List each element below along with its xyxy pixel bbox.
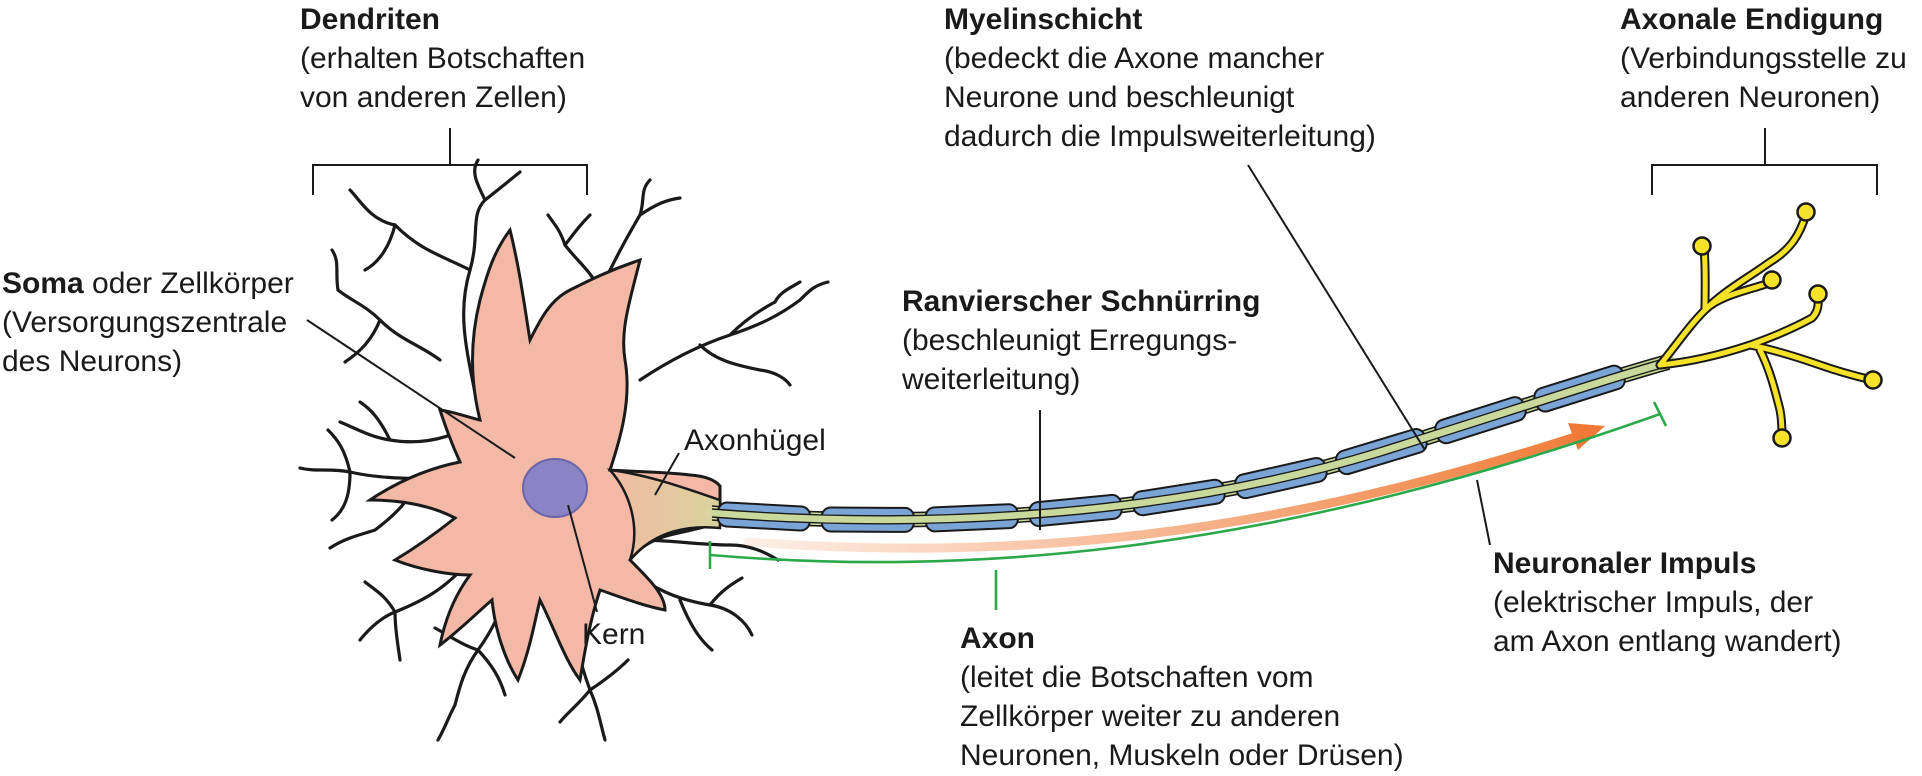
axon-core-edge [711, 357, 1668, 517]
dendriten-desc-1: (erhalten Botschaften [300, 42, 586, 75]
ranvier-desc-1: (beschleunigt Erregungs- [902, 324, 1238, 357]
label-axonhuegel: Axonhügel [684, 421, 826, 460]
ranvier-desc-2: weiterleitung) [902, 363, 1081, 396]
endigung-desc-1: (Verbindungsstelle zu [1620, 42, 1907, 75]
label-dendriten: Dendriten (erhalten Botschaften von ande… [300, 0, 585, 117]
myelin-desc-2: Neurone und beschleunigt [944, 81, 1295, 114]
axon-bracket [708, 401, 1668, 610]
impuls-desc-1: (elektrischer Impuls, der [1493, 586, 1814, 619]
soma-title-line: Soma oder Zellkörper [2, 264, 294, 303]
soma-body [365, 226, 722, 684]
impuls-title: Neuronaler Impuls [1493, 547, 1757, 580]
axon-desc-1: (leitet die Botschaften vom [960, 661, 1314, 694]
axon-desc-3: Neuronen, Muskeln oder Drüsen) [960, 739, 1404, 772]
myelin-desc-3: dadurch die Impulsweiterleitung) [944, 120, 1376, 153]
axonhuegel-text: Axonhügel [684, 424, 826, 457]
dendriten-title: Dendriten [300, 3, 441, 36]
label-ranvier: Ranvierscher Schnürring (beschleunigt Er… [902, 282, 1260, 399]
myelin-desc-1: (bedeckt die Axone mancher [944, 42, 1325, 75]
soma-title-rest: oder Zellkörper [83, 267, 294, 300]
label-endigung: Axonale Endigung (Verbindungsstelle zu a… [1620, 0, 1907, 117]
kern-text: Kern [582, 618, 646, 651]
label-impuls: Neuronaler Impuls (elektrischer Impuls, … [1493, 544, 1842, 661]
axon-desc-2: Zellkörper weiter zu anderen [960, 700, 1341, 733]
endigung-desc-2: anderen Neuronen) [1620, 81, 1881, 114]
ranvier-title: Ranvierscher Schnürring [902, 285, 1261, 318]
axon-title: Axon [960, 622, 1035, 655]
axon-core-inner [711, 358, 1670, 524]
soma-desc-1: (Versorgungszentrale [2, 306, 288, 339]
label-kern: Kern [582, 615, 645, 654]
label-soma: Soma oder Zellkörper (Versorgungszentral… [2, 264, 294, 381]
axon-terminals [1655, 202, 1883, 448]
label-axon: Axon (leitet die Botschaften vom Zellkör… [960, 619, 1404, 775]
axon-hillock [606, 468, 722, 561]
myelin-title: Myelinschicht [944, 3, 1143, 36]
axon-core-edge [711, 365, 1670, 525]
impulse-arrowhead [1568, 423, 1605, 450]
myelin-sheath [711, 357, 1670, 533]
nucleus [522, 458, 588, 518]
leader-lines [306, 128, 1878, 613]
soma-desc-2: des Neurons) [2, 345, 183, 378]
dendrite-branches [298, 158, 830, 742]
label-myelin: Myelinschicht (bedeckt die Axone mancher… [944, 0, 1376, 156]
impuls-desc-2: am Axon entlang wandert) [1493, 625, 1842, 658]
endigung-title: Axonale Endigung [1620, 3, 1884, 36]
dendriten-desc-2: von anderen Zellen) [300, 81, 567, 114]
soma-title: Soma [2, 267, 84, 300]
impulse-arrow [743, 432, 1580, 553]
